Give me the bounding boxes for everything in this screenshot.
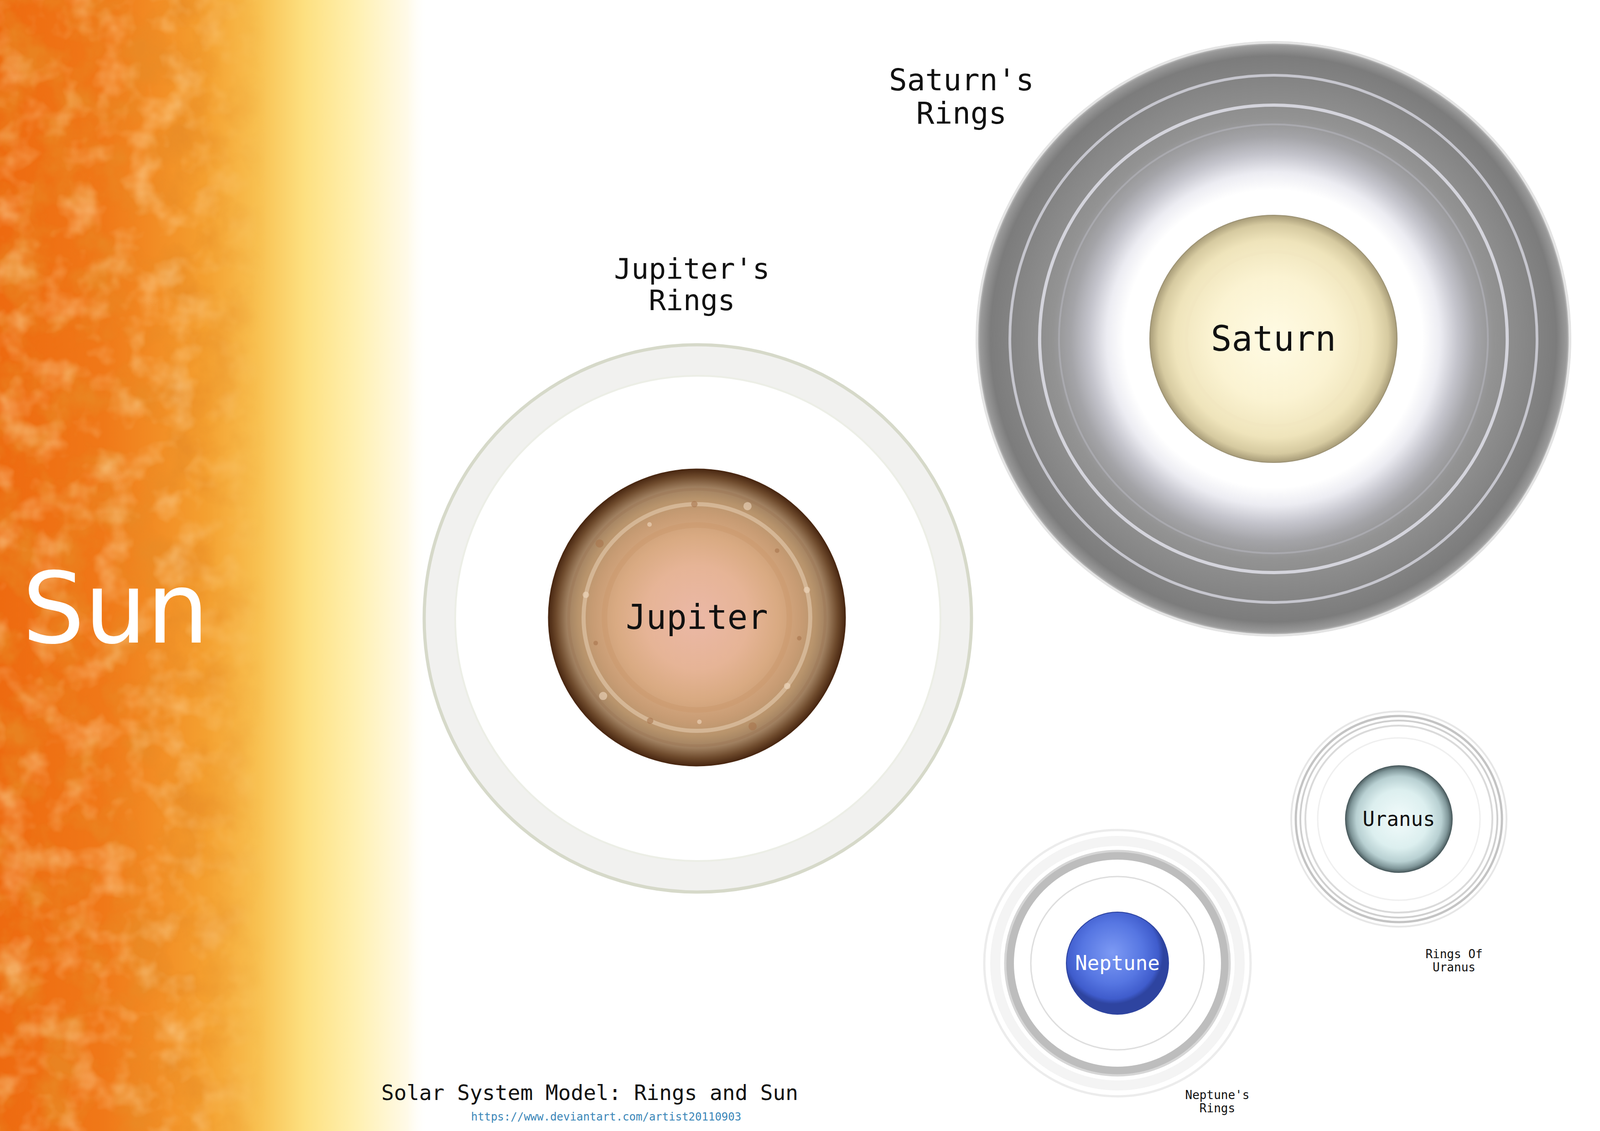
caption: Solar System Model: Rings and Sun [381, 1081, 799, 1105]
planet-name: Neptune [1075, 952, 1160, 975]
sun-label: Sun [22, 555, 209, 664]
ring-heading: Neptune's Rings [1183, 1088, 1252, 1115]
sun-shape: Sun [0, 0, 429, 1131]
ring-system: Neptune's RingsNeptune [982, 828, 1253, 1099]
planet-name: Saturn [1210, 319, 1337, 359]
ring-heading: Saturn's Rings [877, 63, 1045, 130]
planet-disc: Uranus [1344, 764, 1454, 874]
ring-system: Saturn's RingsSaturn [975, 41, 1572, 637]
planet-name: Uranus [1362, 808, 1436, 831]
planet-name: Jupiter [625, 598, 769, 636]
planet-disc: Saturn [1148, 214, 1398, 464]
ring-heading: Jupiter's Rings [608, 253, 775, 317]
planet-disc: Neptune [1065, 911, 1170, 1016]
planet-disc: Jupiter [547, 468, 847, 767]
ring-heading: Rings Of Uranus [1423, 947, 1486, 974]
ring-system: Jupiter's RingsJupiter [422, 342, 974, 894]
source-url: https://www.deviantart.com/artist2011090… [471, 1111, 742, 1123]
ring-system: Rings Of UranusUranus [1289, 709, 1509, 929]
